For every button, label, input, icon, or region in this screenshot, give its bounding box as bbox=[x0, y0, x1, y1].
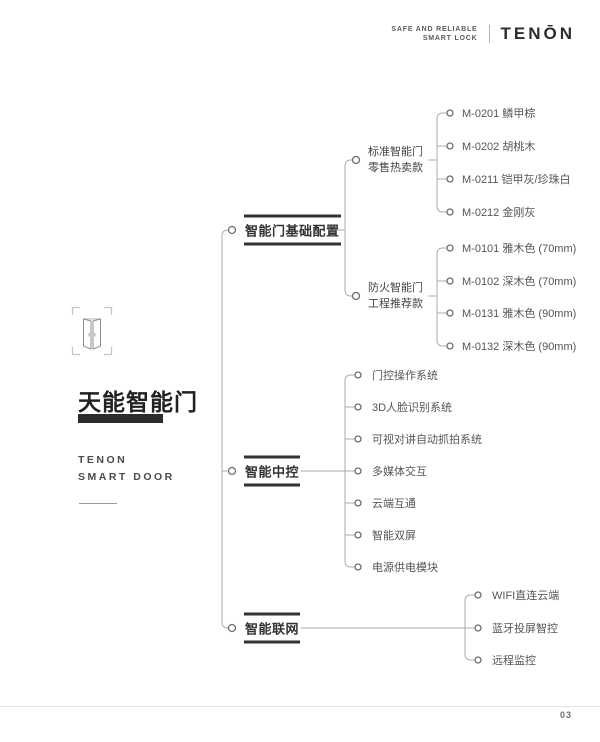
tenon-logo: TENŌN bbox=[500, 24, 575, 43]
leaf-feature: 3D人脸识别系统 bbox=[372, 402, 453, 414]
leaf-model: M-0131 雅木色 (90mm) bbox=[462, 308, 577, 320]
node-smart-central-control: 智能中控 bbox=[244, 455, 301, 487]
node-label: 智能联网 bbox=[244, 612, 301, 644]
header-tagline: SAFE AND RELIABLE SMART LOCK bbox=[391, 25, 477, 43]
leaf-feature: 门控操作系统 bbox=[372, 370, 438, 382]
tagline-line2: SMART LOCK bbox=[422, 35, 478, 42]
node-label: 智能门基础配置 bbox=[244, 214, 341, 246]
leaf-model: M-0212 金刚灰 bbox=[462, 207, 536, 219]
leaf-model: M-0201 鳞甲棕 bbox=[462, 108, 536, 120]
node-label: 智能中控 bbox=[244, 455, 301, 487]
leaf-model: M-0211 铠甲灰/珍珠白 bbox=[462, 174, 571, 186]
brand-accent-bar bbox=[78, 414, 163, 423]
leaf-feature: 可视对讲自动抓拍系统 bbox=[372, 434, 482, 446]
leaf-model: M-0102 深木色 (70mm) bbox=[462, 276, 577, 288]
footer-divider bbox=[0, 706, 600, 707]
open-door-icon bbox=[71, 306, 113, 356]
node-smart-networking: 智能联网 bbox=[244, 612, 301, 644]
leaf-model: M-0132 深木色 (90mm) bbox=[462, 341, 577, 353]
node-standard-retail: 标准智能门 零售热卖款 bbox=[368, 144, 423, 176]
leaf-feature: 远程监控 bbox=[492, 655, 536, 667]
brand-subtitle-line1: TENON bbox=[78, 454, 128, 466]
leaf-model: M-0101 雅木色 (70mm) bbox=[462, 243, 577, 255]
mid-node-line1: 标准智能门 bbox=[368, 146, 423, 158]
tagline-line1: SAFE AND RELIABLE bbox=[391, 26, 478, 33]
brand-subtitle: TENON SMART DOOR bbox=[78, 452, 175, 486]
leaf-feature: 蓝牙投屏智控 bbox=[492, 623, 558, 635]
leaf-feature: WIFI直连云端 bbox=[492, 590, 560, 602]
header-divider bbox=[488, 25, 490, 43]
mid-node-line1: 防火智能门 bbox=[368, 282, 423, 294]
leaf-model: M-0202 胡桃木 bbox=[462, 141, 536, 153]
brand-subtitle-line2: SMART DOOR bbox=[78, 471, 175, 483]
page-number: 03 bbox=[559, 710, 572, 720]
leaf-feature: 电源供电模块 bbox=[372, 562, 438, 574]
node-fireproof-engineering: 防火智能门 工程推荐款 bbox=[368, 280, 423, 312]
leaf-feature: 云端互通 bbox=[372, 498, 416, 510]
leaf-feature: 多媒体交互 bbox=[372, 466, 427, 478]
mid-node-line2: 零售热卖款 bbox=[368, 162, 423, 174]
header: SAFE AND RELIABLE SMART LOCK TENŌN bbox=[391, 24, 575, 44]
leaf-feature: 智能双屏 bbox=[372, 530, 416, 542]
brand-rule bbox=[79, 503, 117, 504]
node-smart-door-basic-config: 智能门基础配置 bbox=[244, 214, 341, 246]
brand-title: 天能智能门 bbox=[78, 389, 198, 415]
mid-node-line2: 工程推荐款 bbox=[368, 298, 423, 310]
